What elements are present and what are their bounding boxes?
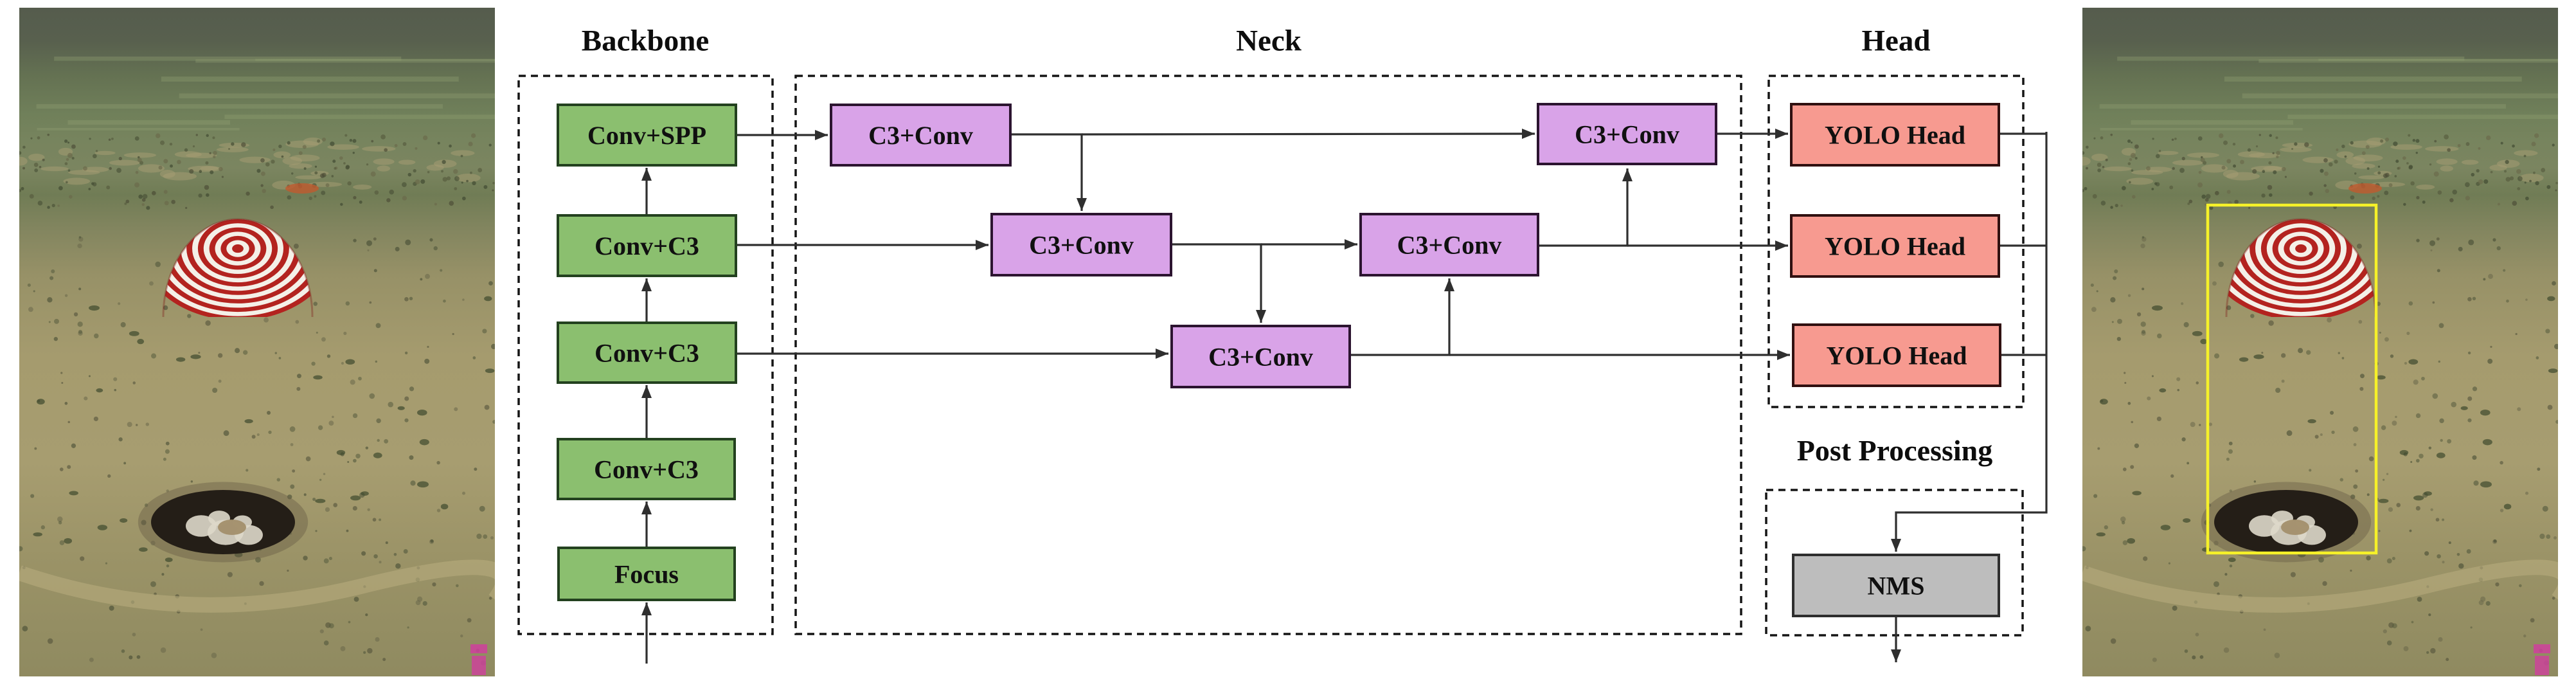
nms-label: NMS	[1868, 572, 1925, 601]
watermark	[2534, 644, 2550, 653]
red-soil-patch	[2348, 183, 2382, 194]
neck2-down-neck3-arrowhead	[1256, 310, 1266, 323]
backbone-title: Backbone	[582, 24, 710, 57]
terrain-background	[2082, 8, 2558, 676]
head-title: Head	[1861, 24, 1930, 57]
focus-to-c3-arrowhead	[641, 502, 652, 514]
neck-c3conv-1	[830, 104, 1012, 167]
neck-c3conv-5-label: C3+Conv	[1575, 120, 1679, 149]
neck3-up-neck4-arrowhead	[1444, 278, 1454, 291]
backbone-conv-c3-2-label: Conv+C3	[595, 339, 699, 368]
neck3-up-neck4	[1350, 278, 1451, 356]
input-arrow-arrowhead	[641, 602, 652, 615]
terrain-background	[19, 8, 495, 676]
nms-out-arrowhead	[1891, 649, 1901, 662]
neck2-down-neck3	[1171, 243, 1262, 323]
capsule	[2281, 520, 2309, 535]
spp-to-neck1-arrowhead	[815, 130, 828, 140]
neck1-down-neck2-arrowhead	[1077, 198, 1087, 211]
neck-c3conv-2	[990, 213, 1172, 276]
yolo-head-2	[1790, 214, 2000, 278]
backbone-conv-c3-3-label: Conv+C3	[594, 455, 699, 484]
backbone-conv-spp	[557, 104, 737, 167]
backbone-conv-spp-label: Conv+SPP	[587, 121, 706, 150]
neck-c3conv-4-label: C3+Conv	[1397, 231, 1502, 260]
c3-up-3-arrowhead	[641, 168, 652, 181]
backbone-conv-c3-2	[557, 321, 737, 384]
backbone-focus	[557, 547, 736, 601]
red-soil-patch	[285, 183, 319, 194]
c3-up-1-arrowhead	[641, 385, 652, 398]
neck-c3conv-4	[1359, 213, 1539, 276]
neck-c3conv-1-label: C3+Conv	[868, 121, 973, 150]
yolo-head-3-label: YOLO Head	[1827, 341, 1967, 370]
neck-c3conv-3	[1170, 325, 1351, 388]
watermark	[470, 644, 487, 653]
post-box	[1765, 489, 2024, 637]
neck1-down-neck2	[1010, 133, 1083, 211]
neck4-to-head2-arrowhead	[1775, 240, 1788, 251]
backbone-conv-c3-1	[557, 214, 737, 277]
dirt-path	[19, 559, 495, 613]
dirt-path	[2082, 559, 2558, 613]
yolo-head-3	[1792, 323, 2001, 387]
c3b-to-neck3-arrowhead	[1156, 348, 1168, 359]
input-photo	[19, 8, 495, 676]
yolo-head-1	[1790, 103, 2000, 167]
yolo-head-2-label: YOLO Head	[1825, 232, 1965, 261]
c3-up-2-arrowhead	[641, 278, 652, 291]
c3a-to-neck2-arrowhead	[976, 240, 988, 250]
detection-bounding-box	[2206, 203, 2378, 555]
backbone-conv-c3-3	[557, 438, 736, 500]
neck-title: Neck	[1236, 24, 1302, 57]
head-box	[1767, 75, 2025, 408]
backbone-focus-label: Focus	[614, 560, 679, 589]
backbone-conv-c3-1-label: Conv+C3	[595, 231, 699, 260]
neck4-up-neck5-arrowhead	[1622, 168, 1632, 181]
yolo-head-1-label: YOLO Head	[1825, 121, 1965, 150]
backbone-box	[517, 75, 774, 635]
neck3-to-head3-arrowhead	[1777, 350, 1790, 360]
neck1-across-neck5-arrowhead	[1521, 129, 1535, 140]
nms	[1792, 554, 2000, 617]
neck-c3conv-3-label: C3+Conv	[1208, 343, 1313, 372]
neck2-across-neck4-arrowhead	[1345, 239, 1357, 249]
collector-to-nms	[1895, 132, 2048, 552]
post-title: Post Processing	[1797, 434, 1993, 467]
output-photo	[2082, 8, 2558, 676]
neck-c3conv-2-label: C3+Conv	[1029, 231, 1134, 260]
neck4-up-neck5	[1538, 168, 1629, 247]
neck-c3conv-5	[1537, 103, 1717, 165]
neck5-to-head1-arrowhead	[1775, 129, 1788, 139]
collector-to-nms-arrowhead	[1891, 539, 1901, 552]
capsule	[218, 520, 246, 535]
